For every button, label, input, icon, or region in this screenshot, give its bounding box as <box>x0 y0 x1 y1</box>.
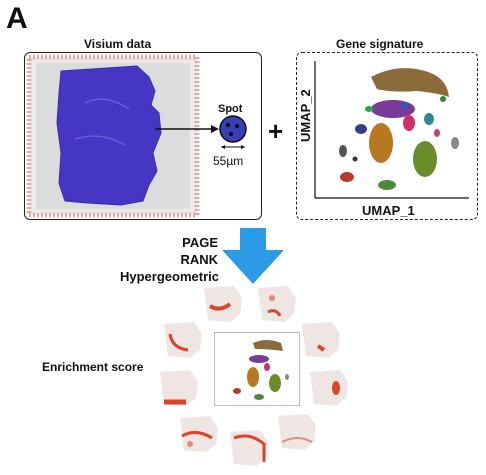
umap-cluster <box>434 129 440 137</box>
umap-x-label: UMAP_1 <box>362 203 415 218</box>
umap-cluster <box>451 137 459 149</box>
enrichment-map <box>226 428 272 468</box>
method-list: PAGE RANK Hypergeometric <box>120 234 219 285</box>
umap-cluster <box>365 106 373 112</box>
visium-title: Visium data <box>84 37 152 51</box>
enrichment-map <box>298 320 344 360</box>
central-umap <box>214 332 300 406</box>
umap-cluster <box>371 68 449 97</box>
umap-cluster <box>378 180 396 190</box>
gene-signature-panel <box>296 52 478 220</box>
umap-plot <box>314 61 469 199</box>
panel-letter: A <box>6 2 28 35</box>
visium-tissue-figure <box>26 54 247 218</box>
umap-y-label: UMAP_2 <box>298 89 313 142</box>
umap-cluster <box>424 113 434 125</box>
umap-cluster <box>340 172 354 182</box>
umap-cluster <box>352 156 358 162</box>
method-page: PAGE <box>182 235 218 250</box>
enrichment-label: Enrichment score <box>42 360 144 374</box>
umap-cluster <box>355 124 367 134</box>
umap-cluster <box>401 102 409 108</box>
enrichment-map <box>200 284 246 324</box>
enrichment-map <box>156 368 202 408</box>
plus-sign: + <box>268 116 284 146</box>
enrichment-map <box>274 412 320 452</box>
enrichment-map <box>176 414 222 454</box>
enrichment-map <box>254 284 300 324</box>
method-rank: RANK <box>180 252 218 267</box>
umap-cluster <box>440 96 446 102</box>
spot-size-label: 55µm <box>213 154 244 168</box>
enrichment-map <box>306 368 352 408</box>
brain-tissue-section <box>56 65 162 206</box>
umap-cluster <box>339 145 347 157</box>
enrichment-map <box>160 320 206 360</box>
spot-label: Spot <box>218 103 243 115</box>
umap-cluster <box>413 141 437 177</box>
method-hypergeometric: Hypergeometric <box>120 269 219 284</box>
spot-circle <box>219 115 247 143</box>
gene-signature-title: Gene signature <box>336 37 424 51</box>
umap-cluster <box>369 123 393 163</box>
umap-cluster <box>403 115 415 131</box>
visium-panel <box>24 52 262 220</box>
down-arrow <box>222 228 284 284</box>
